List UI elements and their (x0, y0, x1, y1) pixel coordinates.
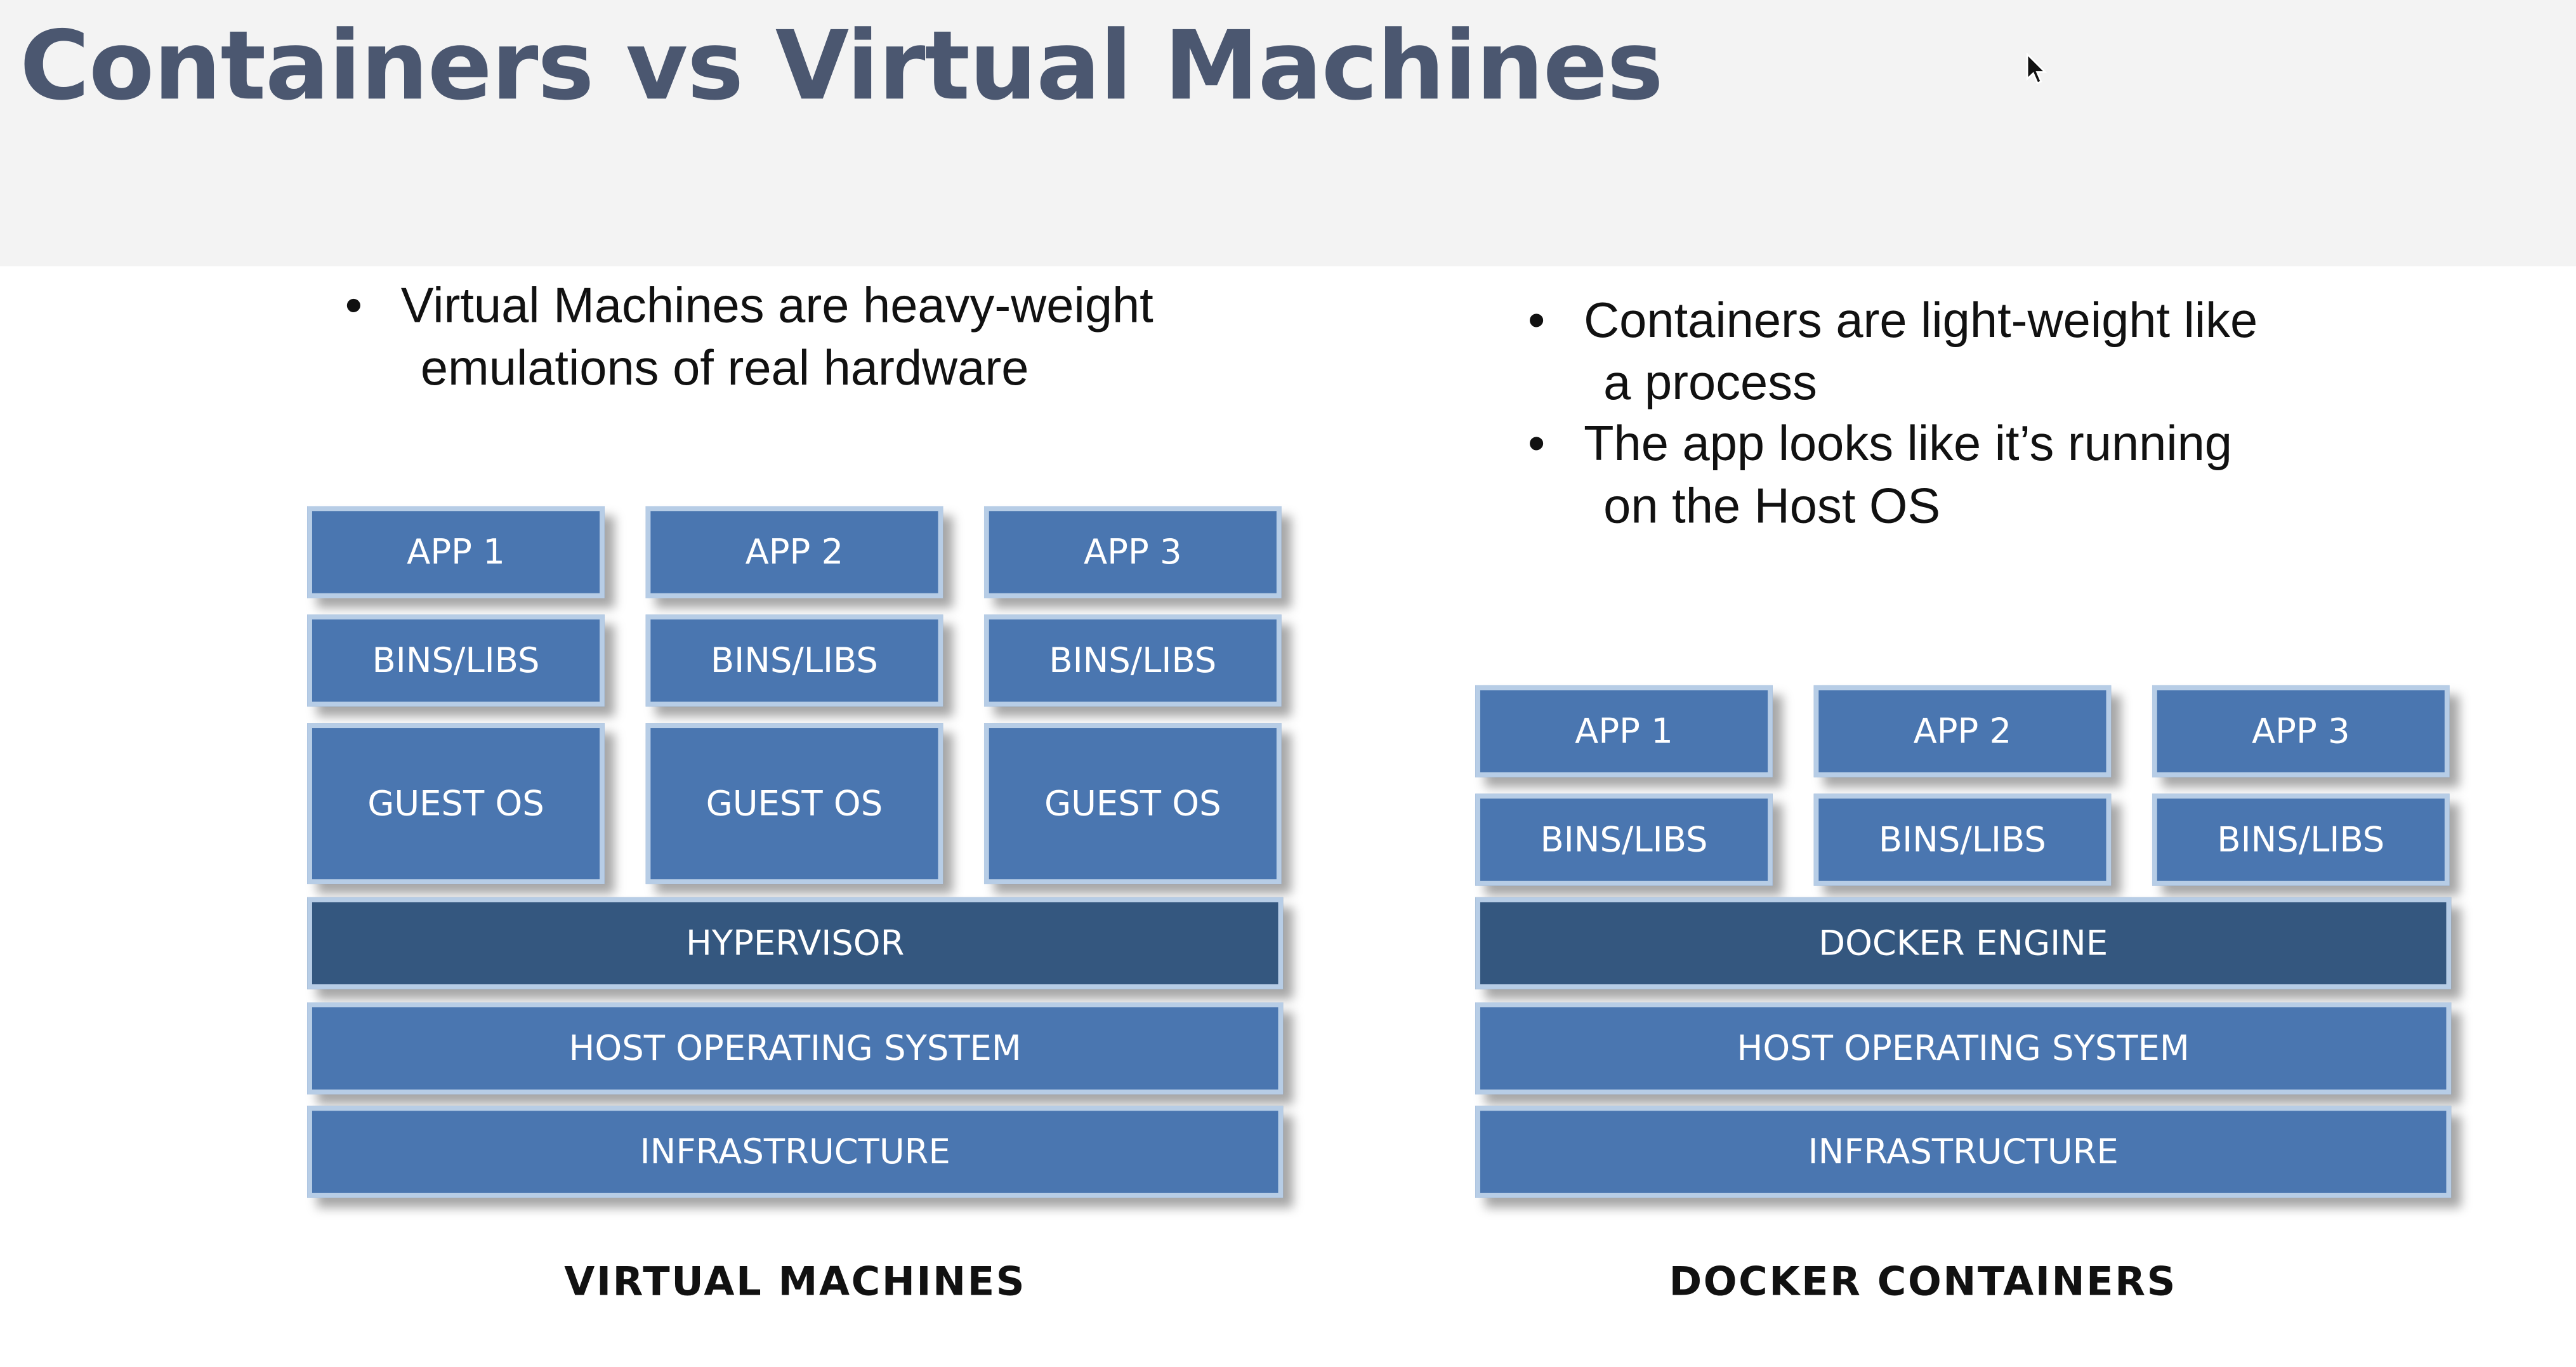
vm-guest-os-3-block: GUEST OS (983, 723, 1282, 885)
docker-app-1-block: APP 1 (1475, 685, 1773, 777)
vm-infrastructure-block: INFRASTRUCTURE (307, 1106, 1284, 1198)
vm-bins-libs-2-block: BINS/LIBS (645, 614, 943, 707)
bullet-dot: • (1528, 294, 1546, 348)
docker-bullet-line2: on the Host OS (1603, 479, 1941, 534)
docker-bullet-list: • Containers are light-weight like a pro… (1528, 291, 2257, 537)
docker-engine-block: DOCKER ENGINE (1475, 897, 2452, 989)
vm-bullet-list: • Virtual Machines are heavy-weight emul… (345, 276, 1153, 399)
vm-caption: VIRTUAL MACHINES (564, 1258, 1027, 1305)
docker-bullet-line1: The app looks like it’s running (1584, 417, 2233, 472)
page-title: Containers vs Virtual Machines (20, 10, 1664, 122)
docker-bullet: • Containers are light-weight like a pro… (1528, 291, 2257, 414)
vm-host-os-block: HOST OPERATING SYSTEM (307, 1002, 1284, 1095)
docker-app-2-block: APP 2 (1813, 685, 2112, 777)
mouse-pointer-icon (2026, 52, 2047, 84)
bullet-dot: • (1528, 417, 1546, 472)
docker-bullet-line1: Containers are light-weight like (1584, 294, 2258, 348)
vm-bins-libs-3-block: BINS/LIBS (983, 614, 1282, 707)
hypervisor-block: HYPERVISOR (307, 897, 1284, 989)
docker-bins-libs-2-block: BINS/LIBS (1813, 793, 2112, 886)
docker-bullet: • The app looks like it’s running on the… (1528, 414, 2257, 538)
vm-bins-libs-1-block: BINS/LIBS (307, 614, 605, 707)
vm-bullet-line2: emulations of real hardware (420, 341, 1029, 395)
vm-app-2-block: APP 2 (645, 506, 943, 598)
vm-bullet: • Virtual Machines are heavy-weight emul… (345, 276, 1153, 399)
docker-host-os-block: HOST OPERATING SYSTEM (1475, 1002, 2452, 1095)
docker-bins-libs-1-block: BINS/LIBS (1475, 793, 1773, 886)
vm-app-1-block: APP 1 (307, 506, 605, 598)
vm-app-3-block: APP 3 (983, 506, 1282, 598)
title-band (0, 0, 2576, 267)
docker-bins-libs-3-block: BINS/LIBS (2152, 793, 2450, 886)
vm-guest-os-2-block: GUEST OS (645, 723, 943, 885)
docker-infrastructure-block: INFRASTRUCTURE (1475, 1106, 2452, 1198)
bullet-dot: • (345, 279, 362, 334)
vm-bullet-line1: Virtual Machines are heavy-weight (400, 279, 1153, 334)
docker-app-3-block: APP 3 (2152, 685, 2450, 777)
docker-bullet-line2: a process (1603, 355, 1817, 411)
vm-guest-os-1-block: GUEST OS (307, 723, 605, 885)
docker-caption: DOCKER CONTAINERS (1669, 1258, 2177, 1305)
